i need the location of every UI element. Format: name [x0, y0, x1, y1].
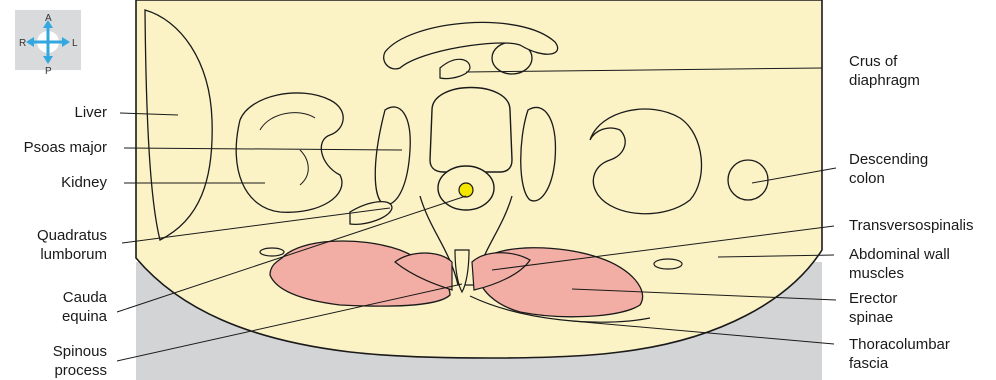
label-kidney: Kidney	[61, 173, 107, 192]
label-liver: Liver	[74, 103, 107, 122]
label-abdominal-wall-muscles: Abdominal wall muscles	[849, 245, 950, 283]
label-descending-colon: Descending colon	[849, 150, 928, 188]
abdominal-wall-muscle-shape	[654, 259, 682, 269]
label-psoas-major: Psoas major	[24, 138, 107, 157]
label-cauda-equina: Cauda equina	[62, 288, 107, 326]
orientation-compass-icon: A P R L	[15, 10, 81, 77]
label-erector-spinae: Erector spinae	[849, 289, 897, 327]
orientation-posterior: P	[45, 66, 52, 77]
abdominal-wall-muscle-right-shape	[260, 248, 284, 256]
cauda-equina-core	[459, 183, 473, 197]
vertebral-body	[430, 88, 512, 173]
kidney-left-shape	[590, 109, 701, 214]
label-spinous-process: Spinous process	[53, 342, 107, 380]
colon-shape	[728, 160, 768, 200]
label-crus-of-diaphragm: Crus of diaphragm	[849, 52, 920, 90]
label-thoracolumbar-fascia: Thoracolumbar fascia	[849, 335, 950, 373]
label-transversospinalis: Transversospinalis	[849, 216, 974, 235]
orientation-anterior: A	[45, 13, 52, 24]
label-quadratus-lumborum: Quadratus lumborum	[37, 226, 107, 264]
orientation-right: R	[19, 38, 26, 49]
orientation-left: L	[72, 38, 78, 49]
